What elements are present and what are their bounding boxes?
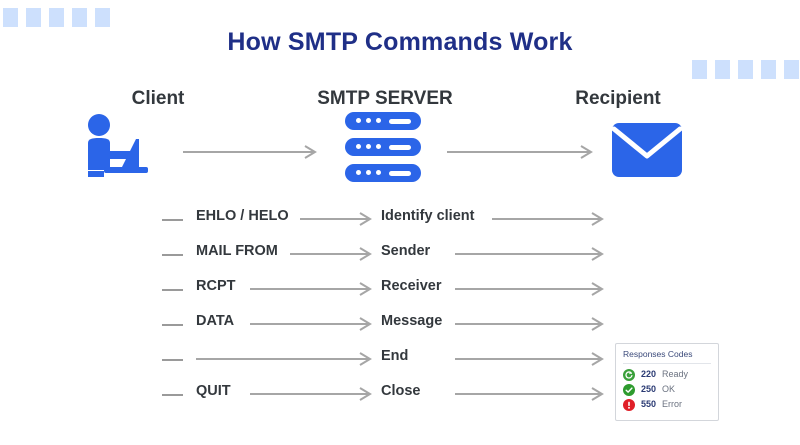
arrow-description-to-recipient: [455, 352, 606, 366]
decorative-squares-top-right: [692, 60, 799, 79]
command-row: End: [0, 343, 800, 378]
server-bar: [345, 112, 421, 130]
arrow-command-to-description: [196, 352, 374, 366]
legend-item: 250 OK: [623, 383, 711, 396]
row-leading-dash: [162, 219, 183, 221]
command-row: EHLO / HELO Identify client: [0, 203, 800, 238]
decor-square: [715, 60, 730, 79]
decor-square: [692, 60, 707, 79]
arrow-command-to-description: [250, 387, 374, 401]
arrow-command-to-description: [300, 212, 374, 226]
legend-item: 550 Error: [623, 398, 711, 411]
row-leading-dash: [162, 359, 183, 361]
description-label: Identify client: [381, 208, 475, 224]
error-circle-icon: [623, 398, 635, 411]
arrow-command-to-description: [250, 282, 374, 296]
row-leading-dash: [162, 254, 183, 256]
description-label: Sender: [381, 243, 431, 259]
description-label: Message: [381, 313, 443, 329]
description-label: Receiver: [381, 278, 442, 294]
server-rack-icon: [345, 112, 421, 182]
row-leading-dash: [162, 324, 183, 326]
decor-square: [26, 8, 41, 27]
arrow-command-to-description: [250, 317, 374, 331]
command-row: QUIT Close: [0, 378, 800, 413]
arrow-command-to-description: [290, 247, 374, 261]
legend-label: OK: [662, 384, 676, 394]
arrow-description-to-recipient: [455, 317, 606, 331]
column-heading-client: Client: [131, 88, 185, 109]
person-laptop-icon: [74, 113, 160, 181]
command-label: EHLO / HELO: [196, 208, 289, 224]
envelope-icon: [611, 123, 683, 177]
command-rows: EHLO / HELO Identify client MAIL FROM: [0, 203, 800, 413]
decor-square: [784, 60, 799, 79]
command-row: RCPT Receiver: [0, 273, 800, 308]
command-row: MAIL FROM Sender: [0, 238, 800, 273]
decor-square: [72, 8, 87, 27]
legend-code: 250: [641, 384, 657, 394]
command-label: RCPT: [196, 278, 236, 294]
description-label: End: [381, 348, 409, 364]
response-codes-legend: Responses Codes 220 Ready 250 OK: [615, 343, 719, 421]
row-leading-dash: [162, 289, 183, 291]
decor-square: [738, 60, 753, 79]
arrow-description-to-recipient: [455, 387, 606, 401]
arrow-description-to-recipient: [492, 212, 606, 226]
decorative-squares-top-left: [3, 8, 110, 27]
decor-square: [49, 8, 64, 27]
check-circle-icon: [623, 383, 635, 396]
column-heading-server: SMTP SERVER: [317, 88, 453, 109]
arrow-client-to-server: [183, 144, 319, 160]
column-heading-recipient: Recipient: [575, 88, 661, 109]
arrow-description-to-recipient: [455, 282, 606, 296]
row-leading-dash: [162, 394, 183, 396]
description-label: Close: [381, 383, 421, 399]
legend-item: 220 Ready: [623, 368, 711, 381]
command-label: DATA: [196, 313, 235, 329]
clock-circle-icon: [623, 368, 635, 381]
server-bar: [345, 164, 421, 182]
legend-label: Ready: [662, 369, 689, 379]
decor-square: [761, 60, 776, 79]
arrow-description-to-recipient: [455, 247, 606, 261]
arrow-server-to-recipient: [447, 144, 595, 160]
decor-square: [3, 8, 18, 27]
legend-label: Error: [662, 399, 683, 409]
command-row: DATA Message: [0, 308, 800, 343]
server-bar: [345, 138, 421, 156]
command-label: QUIT: [196, 383, 231, 399]
legend-title: Responses Codes: [623, 349, 711, 364]
legend-code: 550: [641, 399, 657, 409]
command-label: MAIL FROM: [196, 243, 278, 259]
legend-code: 220: [641, 369, 657, 379]
decor-square: [95, 8, 110, 27]
page-title: How SMTP Commands Work: [227, 28, 573, 56]
